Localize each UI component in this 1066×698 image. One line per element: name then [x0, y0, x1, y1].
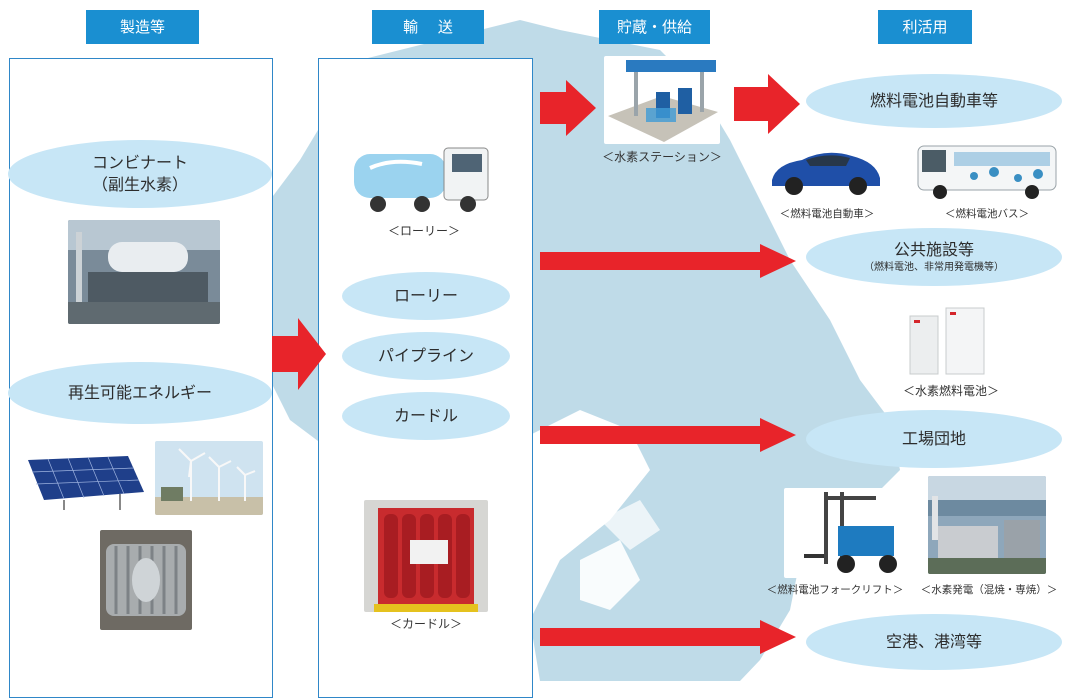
electrolyzer-photo — [100, 530, 192, 630]
hydrogen-power-plant-caption: ＜水素発電（混焼・専焼）＞ — [920, 584, 1058, 596]
arrow-to-public — [540, 244, 796, 278]
fcv-label: 燃料電池自動車等 — [869, 91, 998, 110]
industrial-label: 工場団地 — [901, 429, 966, 448]
hydrogen-fuel-cell-photo — [902, 304, 998, 376]
kombinat-plant-photo — [68, 220, 220, 324]
lorry-caption: ＜ローリー＞ — [387, 224, 460, 238]
kombinat-sublabel: （副生水素） — [91, 175, 188, 194]
arrow-to-industrial — [540, 418, 796, 452]
header-production: 製造等 — [86, 10, 199, 44]
arrow-production-to-transport — [272, 318, 326, 390]
method-lorry-label: ローリー — [393, 286, 458, 305]
fcv-car-photo — [766, 140, 886, 200]
method-pipeline-ellipse: パイプライン — [342, 332, 510, 380]
method-pipeline-label: パイプライン — [377, 346, 474, 365]
wind-turbine-photo — [155, 441, 263, 515]
hydrogen-station-caption: ＜水素ステーション＞ — [602, 150, 722, 164]
fc-forklift-caption: ＜燃料電池フォークリフト＞ — [766, 584, 904, 596]
fcv-bus-photo — [914, 140, 1060, 200]
header-storage: 貯蔵・供給 — [599, 10, 710, 44]
method-lorry-ellipse: ローリー — [342, 272, 510, 320]
public-sublabel: （燃料電池、非常用発電機等） — [864, 262, 1004, 273]
fcv-car-caption: ＜燃料電池自動車＞ — [779, 208, 875, 220]
renewable-label: 再生可能エネルギー — [67, 383, 212, 402]
arrow-transport-to-station — [540, 80, 596, 136]
hydrogen-station-photo — [604, 56, 720, 144]
kombinat-ellipse: コンビナート （副生水素） — [8, 140, 272, 208]
public-label: 公共施設等 — [893, 240, 974, 259]
lorry-truck-photo — [352, 138, 496, 218]
kombinat-label: コンビナート — [91, 153, 188, 172]
solar-panel-photo — [24, 452, 146, 510]
method-curdle-label: カードル — [393, 406, 458, 425]
map-inlet — [600, 500, 660, 550]
header-utilization: 利活用 — [878, 10, 972, 44]
header-transport: 輸 送 — [372, 10, 484, 44]
airport-ellipse: 空港、港湾等 — [806, 614, 1062, 670]
fcv-ellipse: 燃料電池自動車等 — [806, 74, 1062, 128]
public-ellipse: 公共施設等 （燃料電池、非常用発電機等） — [806, 228, 1062, 286]
hydrogen-fuel-cell-caption: ＜水素燃料電池＞ — [902, 384, 999, 398]
curdle-cylinders-photo — [364, 500, 488, 612]
arrow-station-to-fcv — [734, 74, 800, 134]
method-curdle-ellipse: カードル — [342, 392, 510, 440]
arrow-to-airport — [540, 620, 796, 654]
map-peninsula — [580, 540, 640, 610]
hydrogen-power-plant-photo — [928, 476, 1046, 574]
curdle-caption: ＜カードル＞ — [389, 617, 462, 631]
renewable-ellipse: 再生可能エネルギー — [8, 362, 272, 424]
industrial-ellipse: 工場団地 — [806, 410, 1062, 468]
fcv-bus-caption: ＜燃料電池バス＞ — [945, 208, 1029, 220]
airport-label: 空港、港湾等 — [885, 632, 982, 651]
fc-forklift-photo — [784, 488, 914, 578]
